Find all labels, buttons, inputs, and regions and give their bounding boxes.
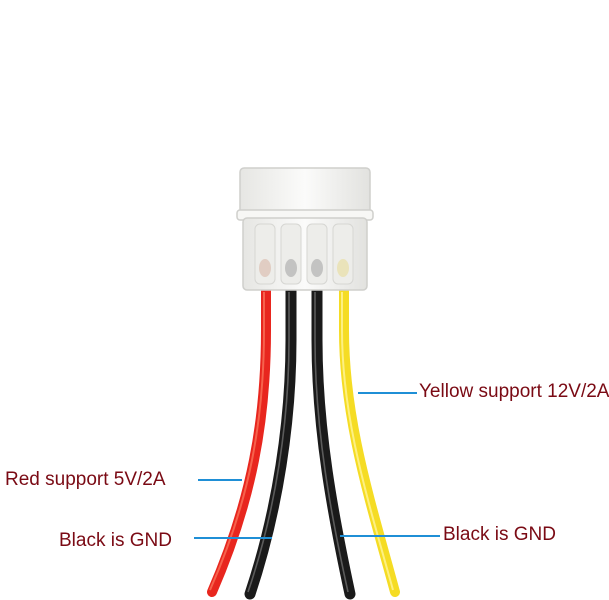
crimp-pin [311, 259, 323, 277]
wire-yellow-highlight [341, 292, 394, 591]
callout-lines [194, 392, 440, 539]
crimp-pin [259, 259, 271, 277]
wire-red-highlight [209, 292, 265, 591]
wire-black-left [244, 284, 297, 600]
crimp-pin [337, 259, 349, 277]
wire-bundle [207, 284, 400, 600]
crimp-pin [285, 259, 297, 277]
label-yellow-12v: Yellow support 12V/2A [419, 381, 609, 402]
wire-red [207, 285, 271, 597]
label-black-gnd-left: Black is GND [59, 530, 172, 551]
molex-connector [236, 167, 374, 291]
wire-black-left-highlight [247, 292, 290, 593]
wire-black-right-highlight [314, 292, 349, 593]
label-red-5v: Red support 5V/2A [5, 469, 166, 490]
wire-yellow [339, 285, 400, 597]
label-black-gnd-right: Black is GND [443, 524, 556, 545]
wire-black-right [311, 284, 356, 600]
